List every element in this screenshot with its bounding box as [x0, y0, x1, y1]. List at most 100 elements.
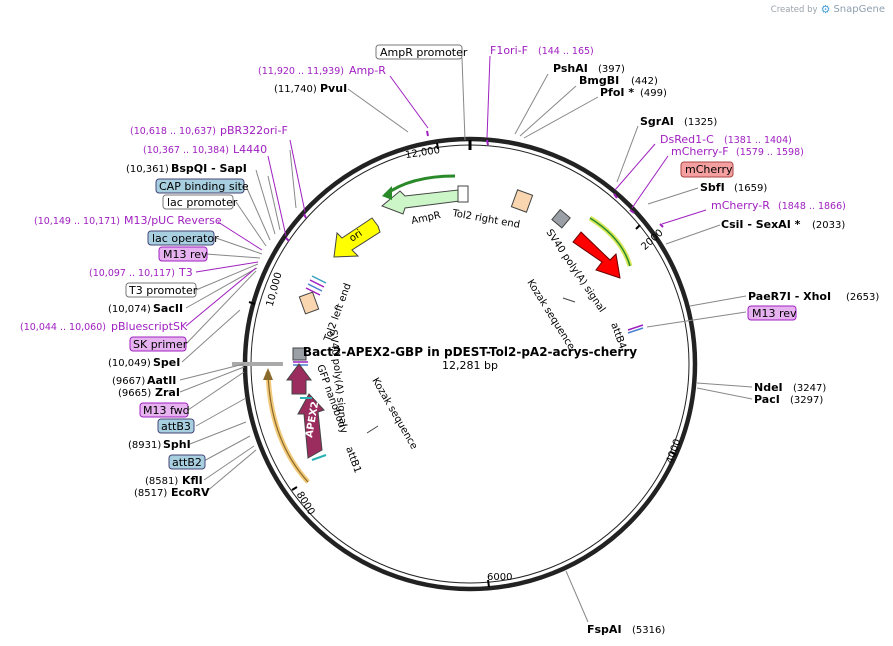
- m13-rev-left-label: M13 rev: [163, 248, 208, 261]
- attb2-box[interactable]: [168, 454, 206, 470]
- tol2-left-box: [298, 291, 320, 315]
- line-m13fwd: [187, 371, 245, 411]
- attb3-marks: [293, 361, 308, 366]
- tol2-right-label: Tol2 right end: [450, 208, 520, 231]
- ampr-track-head: [382, 186, 392, 200]
- spei-pos: (10,049): [108, 358, 151, 369]
- kfli-label[interactable]: KflI: [182, 474, 203, 487]
- snapgene-brand: Created by ⚙ SnapGene: [771, 3, 885, 16]
- ori-arrow[interactable]: [333, 217, 381, 258]
- line-attb2: [201, 435, 251, 463]
- spei-label[interactable]: SpeI: [153, 356, 180, 369]
- attb3-box[interactable]: [157, 418, 195, 434]
- attb1-label: attB1: [343, 445, 363, 474]
- mcherry-track-inner: [589, 217, 631, 267]
- l4440-label[interactable]: L4440: [233, 143, 267, 156]
- map-title: Bact2-APEX2-GBP in pDEST-Tol2-pA2-acrys-…: [303, 345, 637, 359]
- m13puc-label[interactable]: M13/pUC Reverse: [124, 214, 222, 227]
- paci-label[interactable]: PacI: [754, 393, 780, 406]
- pvui-label[interactable]: PvuI: [320, 82, 347, 95]
- pline-amp-r: [389, 75, 429, 129]
- bmgb-pos: (442): [631, 76, 658, 87]
- dsred-label[interactable]: DsRed1-C: [660, 133, 714, 146]
- sgra-label[interactable]: SgrAI: [640, 115, 674, 128]
- sacii-pos: (10,074): [108, 304, 151, 315]
- mark-amp-r: [426, 130, 429, 137]
- line-sgra: [616, 125, 639, 183]
- pvui-pos: (11,740): [274, 84, 317, 95]
- kozak-1-label: Kozak sequence: [524, 278, 576, 352]
- pfoi-label[interactable]: PfoI *: [600, 86, 634, 99]
- pline-dsred: [614, 143, 656, 191]
- zrai-pos: (9665): [118, 388, 151, 399]
- zrai-label[interactable]: ZraI: [155, 386, 180, 399]
- apex2-arrow[interactable]: [297, 393, 325, 459]
- m13-rev-right-label: M13 rev: [752, 307, 797, 320]
- line-pvui: [347, 88, 409, 133]
- line-bspqi: [255, 169, 276, 235]
- pbluescript-label[interactable]: pBluescriptSK: [111, 320, 188, 333]
- kozak-2-label: Kozak sequence: [369, 376, 419, 451]
- ndei-label[interactable]: NdeI: [754, 381, 783, 394]
- line-t3-prom: [195, 263, 259, 291]
- paci-pos: (3297): [790, 395, 823, 406]
- line-pbr322: [289, 149, 297, 209]
- mcherry-f-label[interactable]: mCherry-F: [671, 145, 729, 158]
- mcherry-r-label[interactable]: mCherry-R: [711, 199, 770, 212]
- ampr-promoter-box[interactable]: [375, 44, 463, 60]
- brand-created-by: Created by: [770, 4, 818, 15]
- pline-l4440: [267, 155, 287, 237]
- tick-10000: [248, 301, 256, 305]
- line-sbfi: [647, 187, 699, 205]
- line-psha: [514, 73, 549, 135]
- mcherry-box[interactable]: [680, 161, 734, 178]
- sk-primer-box[interactable]: [129, 336, 187, 352]
- sbfi-label[interactable]: SbfI: [700, 181, 725, 194]
- tick-4000: [670, 451, 677, 456]
- pbr322-range: (10,618 .. 10,637): [130, 126, 216, 137]
- left-orange-track-inner: [267, 371, 309, 483]
- pline-mcherry-f: [631, 155, 669, 209]
- pline-m13puc: [217, 221, 263, 251]
- sacii-label[interactable]: SacII: [153, 302, 183, 315]
- tick-label-12000: 12,000: [405, 145, 441, 161]
- paer7i-pos: (2653): [846, 292, 879, 303]
- pfoi-pos: (499): [640, 88, 667, 99]
- t3-label[interactable]: T3: [178, 266, 193, 279]
- mark-l4440: [285, 237, 290, 242]
- ecorv-label[interactable]: EcoRV: [171, 486, 210, 499]
- attb3-label: attB3: [161, 420, 191, 433]
- mcherry-box-label: mCherry: [685, 163, 733, 176]
- m13-fwd-box[interactable]: [139, 402, 189, 418]
- f1ori-f-label[interactable]: F1ori-F: [490, 44, 528, 57]
- t3-promoter-box[interactable]: [125, 282, 197, 298]
- line-kfli: [203, 445, 255, 481]
- ampr-promoter-block: [457, 185, 469, 203]
- lac-operator-label: lac operator: [152, 232, 219, 245]
- m13-rev-right-box[interactable]: [747, 305, 797, 321]
- m13-rev-left-box[interactable]: [158, 246, 208, 262]
- pbr322-label[interactable]: pBR322ori-F: [220, 124, 288, 137]
- bmgb-label[interactable]: BmgBI: [579, 74, 619, 87]
- csii-label[interactable]: CsiI - SexAI *: [721, 218, 801, 231]
- ampr-arrow[interactable]: [381, 189, 462, 215]
- lac-promoter-box[interactable]: [162, 194, 234, 210]
- cap-binding-box[interactable]: [155, 178, 245, 194]
- psha-label[interactable]: PshAI: [553, 62, 588, 75]
- line-lac-prom: [235, 201, 267, 247]
- aatii-label[interactable]: AatII: [147, 374, 176, 387]
- tick-label-4000: 4000: [665, 438, 684, 466]
- bspqi-label[interactable]: BspQI - SapI: [171, 162, 247, 175]
- lac-operator-box[interactable]: [147, 230, 215, 246]
- line-fspai: [565, 570, 589, 623]
- mcherry-arrow[interactable]: [572, 231, 621, 279]
- cluster-mark-2: [309, 279, 325, 288]
- sphi-label[interactable]: SphI: [163, 438, 191, 451]
- pline-mcherry-r: [661, 209, 707, 225]
- line-csii: [665, 224, 721, 245]
- fspai-label[interactable]: FspAI: [587, 623, 622, 636]
- paer7i-label[interactable]: PaeR7I - XhoI: [748, 290, 831, 303]
- map-length: 12,281 bp: [442, 359, 498, 372]
- gfp-nanobody-arrow[interactable]: [286, 363, 312, 395]
- amp-r-label[interactable]: Amp-R: [349, 64, 386, 77]
